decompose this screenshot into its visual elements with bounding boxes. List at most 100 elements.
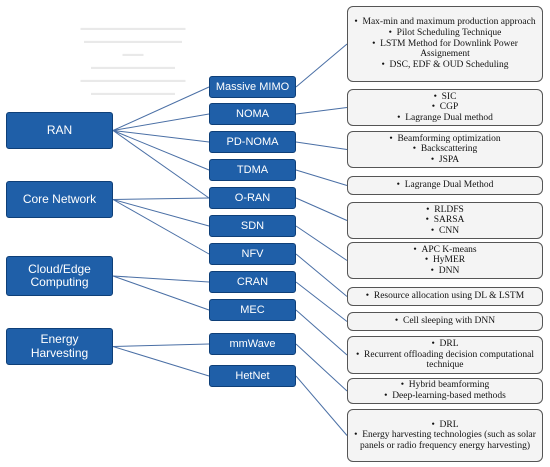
- tech-mec: MEC: [209, 299, 296, 321]
- methods-pd-noma: Beamforming optimization Backscattering …: [347, 131, 543, 168]
- method-list: Lagrange Dual Method: [354, 180, 536, 191]
- tech-o-ran: O-RAN: [209, 187, 296, 209]
- category-ran: RAN: [6, 112, 113, 149]
- method-item: Cell sleeping with DNN: [354, 316, 536, 327]
- method-item: DRL: [354, 420, 536, 431]
- method-list: RLDFS SARSA CNN: [354, 205, 536, 237]
- tech-label: PD-NOMA: [226, 135, 279, 148]
- method-item: Beamforming optimization: [354, 134, 536, 145]
- method-item: Deep-learning-based methods: [354, 391, 536, 402]
- tech-label: TDMA: [236, 163, 269, 176]
- method-list: Resource allocation using DL & LSTM: [354, 291, 536, 302]
- method-item: SIC: [354, 92, 536, 103]
- methods-sdn: APC K-means HyMER DNN: [347, 242, 543, 279]
- connector-nfv-to-m7: [295, 253, 348, 297]
- connector-cran-to-m8: [295, 281, 348, 322]
- method-item: Lagrange Dual method: [354, 113, 536, 124]
- connector-cloud-to-mec: [112, 275, 210, 311]
- connector-mec-to-m9: [295, 309, 348, 356]
- method-item: HyMER: [354, 255, 536, 266]
- methods-mec: DRL Recurrent offloading decision comput…: [347, 336, 543, 374]
- method-item: Max-min and maximum production approach: [354, 17, 536, 28]
- method-item: RLDFS: [354, 205, 536, 216]
- tech-noma: NOMA: [209, 103, 296, 125]
- connector-energy-to-mmwave: [112, 343, 210, 347]
- method-item: Recurrent offloading decision computatio…: [354, 350, 536, 371]
- connector-core-to-sdn: [112, 199, 210, 227]
- connector-pd-noma-to-m3: [295, 141, 348, 150]
- tech-label: Massive MIMO: [215, 80, 290, 93]
- tech-pd-noma: PD-NOMA: [209, 131, 296, 153]
- tech-hetnet: HetNet: [209, 365, 296, 387]
- method-item: Energy harvesting technologies (such as …: [354, 430, 536, 451]
- connector-ran-to-pd-noma: [112, 130, 210, 143]
- connector-hetnet-to-m11: [295, 375, 348, 436]
- connector-core-to-o-ran: [112, 197, 210, 200]
- method-item: SARSA: [354, 215, 536, 226]
- method-item: CNN: [354, 226, 536, 237]
- tech-massive-mimo: Massive MIMO: [209, 76, 296, 98]
- tech-label: O-RAN: [234, 191, 271, 204]
- method-list: DRL Recurrent offloading decision comput…: [354, 339, 536, 371]
- connector-ran-to-tdma: [112, 130, 210, 171]
- tech-tdma: TDMA: [209, 159, 296, 181]
- connector-massive-mimo-to-m1: [295, 43, 348, 88]
- connector-ran-to-o-ran: [112, 130, 210, 199]
- method-item: Hybrid beamforming: [354, 380, 536, 391]
- connector-core-to-nfv: [112, 199, 210, 255]
- tech-label: NFV: [241, 247, 264, 260]
- methods-o-ran: RLDFS SARSA CNN: [347, 202, 543, 239]
- method-item: Lagrange Dual Method: [354, 180, 536, 191]
- tech-nfv: NFV: [209, 243, 296, 265]
- method-item: DNN: [354, 266, 536, 277]
- method-list: Max-min and maximum production approach …: [354, 17, 536, 70]
- methods-noma: SIC CGP Lagrange Dual method: [347, 89, 543, 126]
- category-label: RAN: [46, 122, 73, 137]
- category-label: Energy Harvesting: [30, 332, 89, 360]
- method-item: DSC, EDF & OUD Scheduling: [354, 60, 536, 71]
- connector-noma-to-m2: [295, 107, 348, 115]
- method-list: SIC CGP Lagrange Dual method: [354, 92, 536, 124]
- method-item: Backscattering: [354, 144, 536, 155]
- method-item: DRL: [354, 339, 536, 350]
- method-item: JSPA: [354, 155, 536, 166]
- method-item: CGP: [354, 102, 536, 113]
- tech-mmwave: mmWave: [209, 333, 296, 355]
- methods-tdma: Lagrange Dual Method: [347, 176, 543, 195]
- connector-energy-to-hetnet: [112, 346, 210, 377]
- connector-ran-to-massive-mimo: [112, 86, 210, 131]
- category-label: Core Network: [22, 191, 97, 206]
- method-item: APC K-means: [354, 245, 536, 256]
- methods-massive-mimo: Max-min and maximum production approach …: [347, 6, 543, 82]
- methods-nfv: Resource allocation using DL & LSTM: [347, 287, 543, 306]
- faded-background-text: ▬▬▬▬▬▬▬▬▬▬▬▬▬▬▬ ▬▬▬▬▬▬▬▬▬▬▬▬▬▬ ▬▬▬ ▬▬▬▬▬…: [80, 25, 186, 97]
- methods-cran: Cell sleeping with DNN: [347, 312, 543, 331]
- methods-hetnet: DRL Energy harvesting technologies (such…: [347, 409, 543, 462]
- tech-label: SDN: [240, 219, 265, 232]
- method-item: Resource allocation using DL & LSTM: [354, 291, 536, 302]
- tech-label: HetNet: [235, 369, 270, 382]
- method-list: Cell sleeping with DNN: [354, 316, 536, 327]
- method-list: Hybrid beamforming Deep-learning-based m…: [354, 380, 536, 401]
- method-list: Beamforming optimization Backscattering …: [354, 134, 536, 166]
- methods-mmwave: Hybrid beamforming Deep-learning-based m…: [347, 378, 543, 404]
- tech-label: MEC: [240, 303, 265, 316]
- connector-ran-to-noma: [112, 113, 210, 131]
- method-list: DRL Energy harvesting technologies (such…: [354, 420, 536, 452]
- tech-sdn: SDN: [209, 215, 296, 237]
- connector-sdn-to-m6: [295, 225, 348, 261]
- connector-cloud-to-cran: [112, 275, 210, 283]
- connector-tdma-to-m4: [295, 169, 348, 186]
- tech-label: mmWave: [229, 337, 276, 350]
- method-list: APC K-means HyMER DNN: [354, 245, 536, 277]
- category-core-network: Core Network: [6, 181, 113, 218]
- category-energy-harvesting: Energy Harvesting: [6, 328, 113, 365]
- category-cloud-edge-computing: Cloud/Edge Computing: [6, 256, 113, 296]
- tech-label: CRAN: [236, 275, 269, 288]
- tech-cran: CRAN: [209, 271, 296, 293]
- method-item: LSTM Method for Downlink Power Assigneme…: [354, 39, 536, 60]
- method-item: Pilot Scheduling Technique: [354, 28, 536, 39]
- category-label: Cloud/Edge Computing: [28, 261, 91, 289]
